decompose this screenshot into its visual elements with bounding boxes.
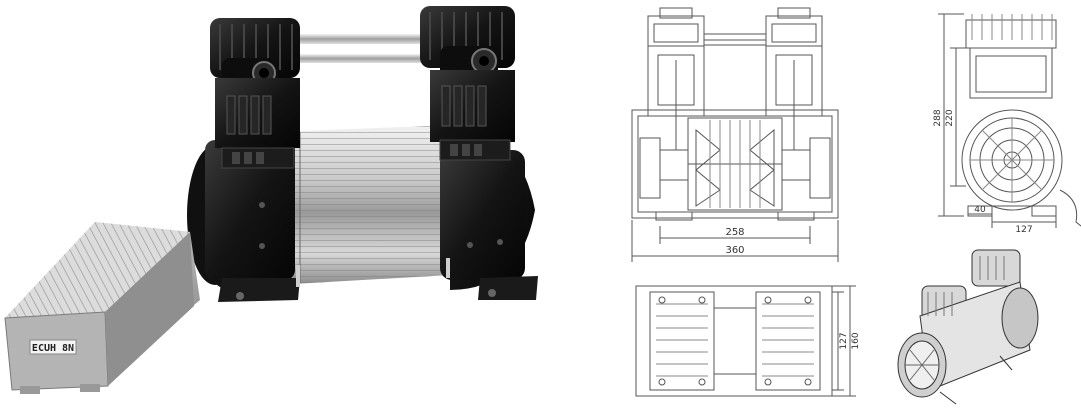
dim-front-inner-width: 258 bbox=[725, 227, 744, 238]
dim-top-inner-depth: 127 bbox=[839, 332, 849, 349]
front-view bbox=[631, 7, 839, 262]
dim-top-overall-depth: 160 bbox=[851, 332, 861, 349]
dim-front-overall-width: 360 bbox=[725, 245, 744, 256]
compressor-photo: ECUH 8N bbox=[4, 6, 538, 394]
iso-view bbox=[897, 249, 1039, 405]
dim-side-depth: 127 bbox=[1015, 225, 1032, 235]
technical-drawings: 258 360 220 288 40 127 127 160 bbox=[631, 7, 1081, 405]
dim-side-depth-small: 40 bbox=[974, 205, 986, 215]
controller-label: ECUH 8N bbox=[32, 343, 74, 354]
dim-side-height-upper: 220 bbox=[945, 109, 955, 126]
top-view bbox=[635, 285, 856, 397]
dim-side-height-overall: 288 bbox=[933, 109, 943, 126]
side-view bbox=[938, 13, 1081, 228]
